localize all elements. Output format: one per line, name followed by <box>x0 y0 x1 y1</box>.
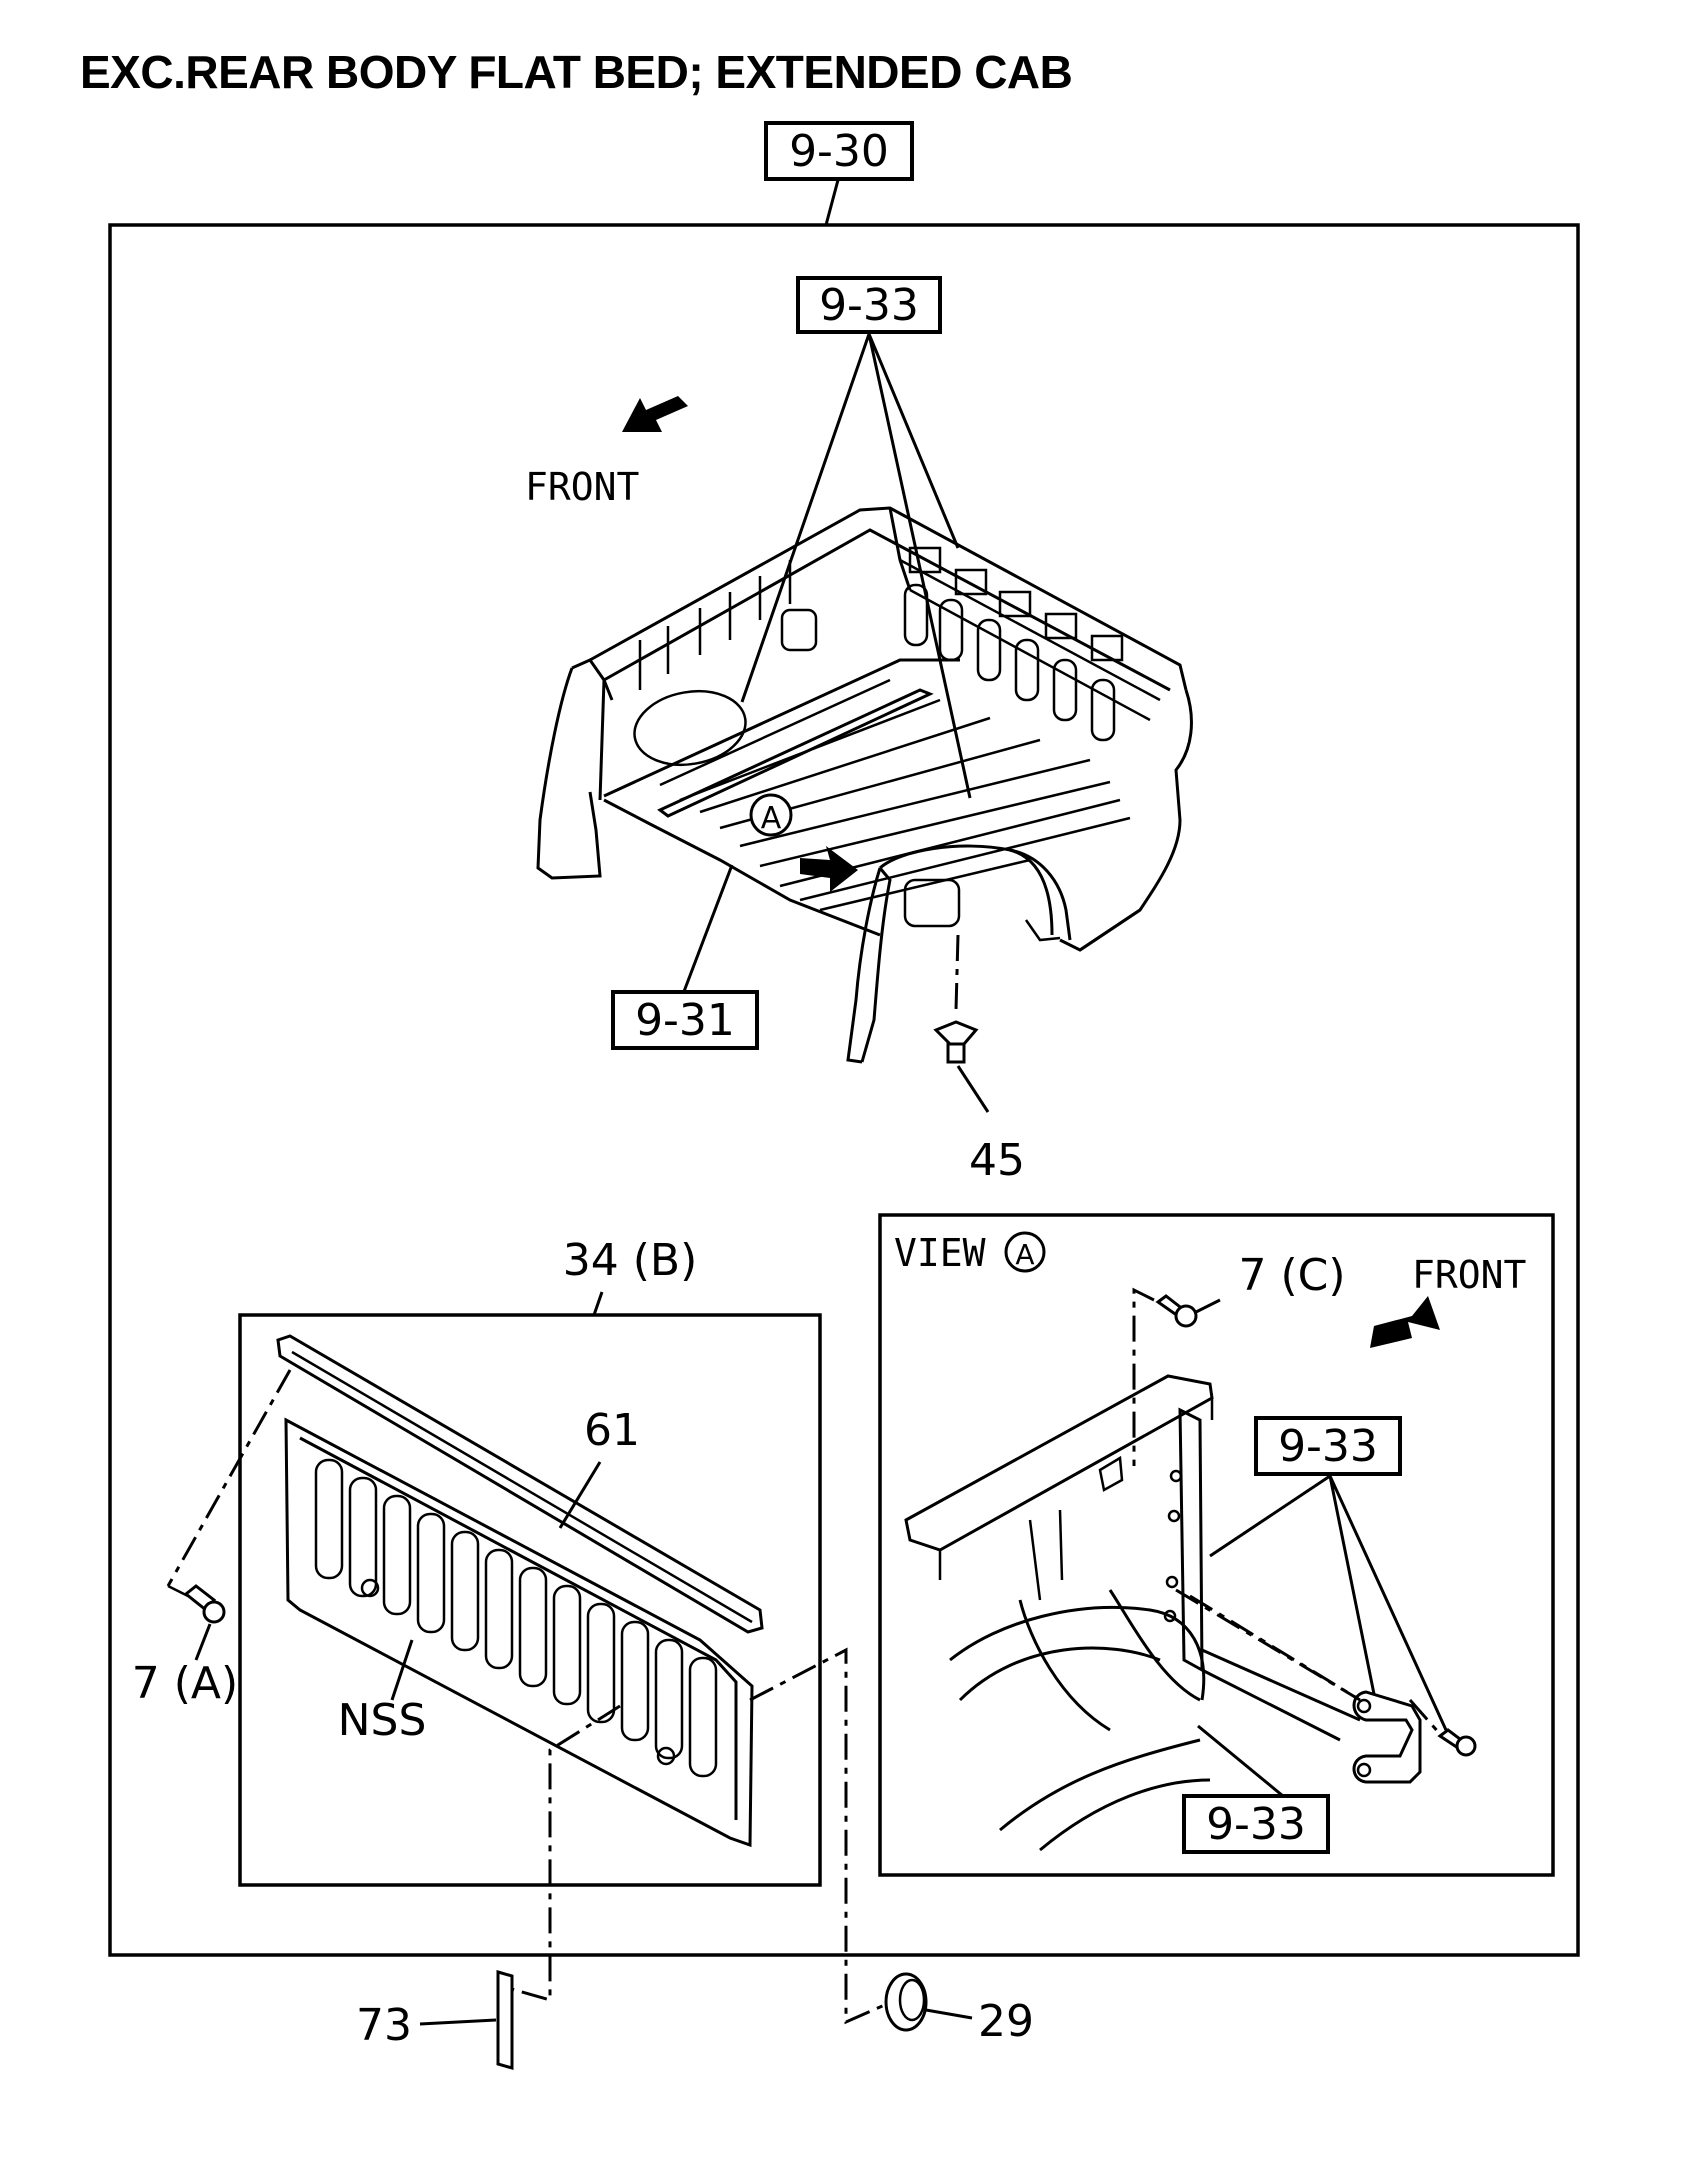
ref-9-33-view-2[interactable]: 9-33 <box>1182 1794 1330 1854</box>
leader-45 <box>956 1065 990 1113</box>
dashed-7c <box>1132 1287 1155 1466</box>
svg-text:9-33: 9-33 <box>1206 1799 1306 1850</box>
svg-text:9-31: 9-31 <box>635 995 735 1046</box>
dashed-7a <box>166 1369 292 1587</box>
d-ring-hooks <box>1352 1690 1422 1784</box>
part-7a-label: 7 (A) <box>132 1658 238 1709</box>
view-a-label: VIEW <box>894 1231 986 1275</box>
leader-9-31 <box>678 864 734 1003</box>
nss-label: NSS <box>338 1695 427 1746</box>
front-arrow-icon <box>622 396 688 432</box>
leader-9-30 <box>824 179 840 226</box>
leader-nss <box>390 1639 414 1701</box>
front-label-top: FRONT <box>525 465 639 509</box>
dashed-73 <box>507 1704 621 2002</box>
truck-bed-illustration <box>536 506 1193 1064</box>
leader-7c <box>1195 1298 1221 1314</box>
page-title: EXC.REAR BODY FLAT BED; EXTENDED CAB <box>80 46 1072 98</box>
ref-9-31[interactable]: 9-31 <box>611 990 759 1050</box>
grommet-29 <box>884 1972 928 2032</box>
part-61-label: 61 <box>584 1405 640 1456</box>
bolt-7c <box>1155 1294 1198 1328</box>
ref-9-33-top[interactable]: 9-33 <box>796 276 942 334</box>
leader-7a <box>194 1623 212 1661</box>
bed-arrow-icon <box>800 846 858 892</box>
svg-text:9-30: 9-30 <box>789 126 889 177</box>
svg-text:9-33: 9-33 <box>819 280 919 331</box>
label-plate-73 <box>496 1970 514 2070</box>
dashed-29 <box>749 1647 897 2025</box>
front-label-view: FRONT <box>1412 1253 1526 1297</box>
outer-frame <box>108 223 1580 1957</box>
svg-text:9-33: 9-33 <box>1278 1421 1378 1472</box>
part-34b-label: 34 (B) <box>563 1235 698 1286</box>
part-7c-label: 7 (C) <box>1238 1250 1345 1301</box>
svg-text:A: A <box>761 801 782 836</box>
leader-61 <box>558 1461 602 1529</box>
leaders-9-33-top <box>740 333 972 799</box>
svg-text:A: A <box>1015 1238 1034 1271</box>
part-29-label: 29 <box>978 1996 1034 2047</box>
part-45-label: 45 <box>969 1135 1025 1186</box>
ref-9-33-view-1[interactable]: 9-33 <box>1254 1416 1402 1476</box>
leader-34b <box>592 1291 604 1316</box>
front-arrow-view-icon <box>1370 1296 1440 1348</box>
bolt-view <box>1437 1728 1477 1757</box>
view-a-circle-icon: A <box>1004 1231 1046 1273</box>
ref-9-30[interactable]: 9-30 <box>764 121 914 181</box>
leader-73 <box>419 2018 497 2026</box>
leader-29 <box>925 2008 973 2020</box>
dashed-45 <box>954 934 960 1011</box>
view-a-frame <box>878 1213 1555 1877</box>
tailgate-illustration <box>276 1334 764 1848</box>
tailgate-frame <box>238 1313 822 1887</box>
dashed-view <box>1189 1594 1442 1735</box>
circle-a-icon: A <box>749 793 793 837</box>
clip-45 <box>933 1020 979 1064</box>
part-73-label: 73 <box>356 2000 412 2051</box>
leaders-9-33-view-1 <box>1209 1474 1448 1731</box>
bolt-7a <box>183 1584 226 1624</box>
